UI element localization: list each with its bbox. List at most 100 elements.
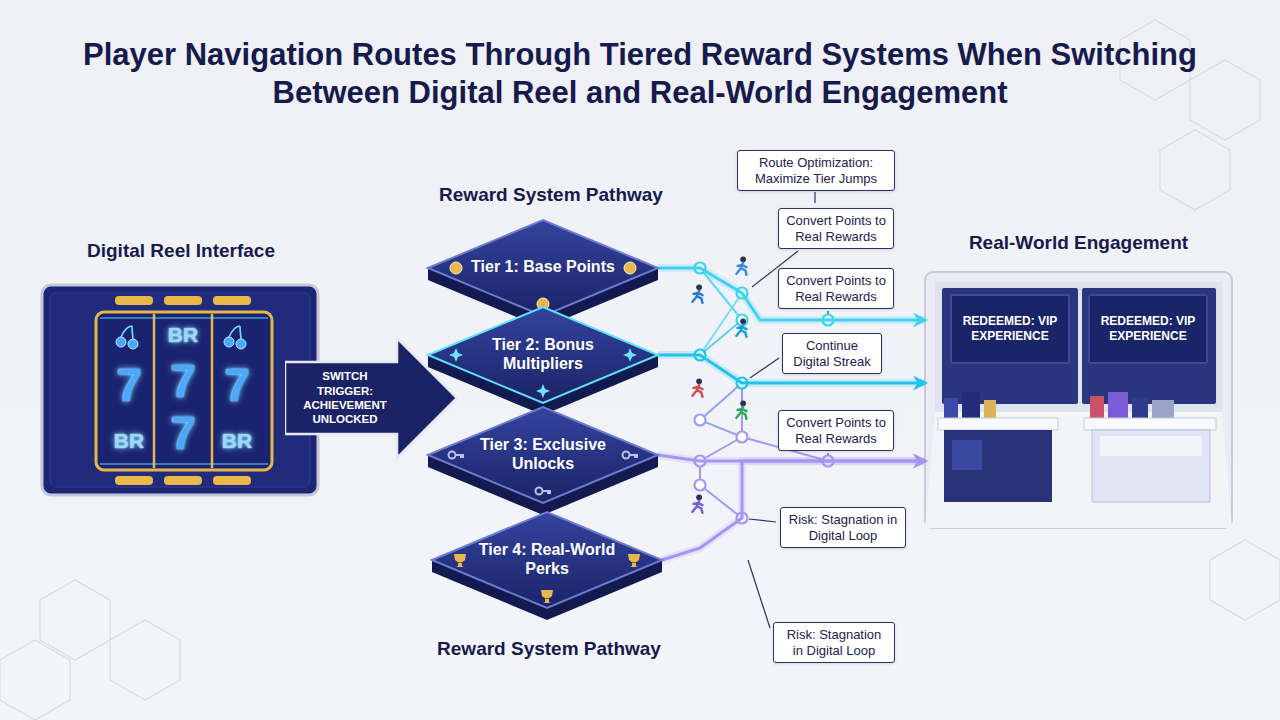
tier-label: Tier 3: Exclusive Unlocks xyxy=(470,421,616,487)
display-case xyxy=(1152,400,1174,418)
display-case xyxy=(1108,392,1128,418)
coin-icon xyxy=(624,262,636,274)
real-world-room xyxy=(942,288,1078,404)
key-icon xyxy=(456,455,465,458)
panel-heading: Real-World Engagement xyxy=(925,230,1232,254)
display-case xyxy=(962,392,980,418)
hexagon-decor xyxy=(1190,60,1260,140)
real-world-room xyxy=(925,412,1232,528)
display-case xyxy=(984,400,996,418)
slot-machine xyxy=(42,285,318,495)
route-glow xyxy=(662,461,925,560)
key-icon xyxy=(543,491,552,494)
callout-box: Convert Points to Real Rewards xyxy=(778,268,894,309)
cherry-icon xyxy=(236,339,246,349)
reel-symbol: BR xyxy=(212,430,262,451)
route-connector xyxy=(662,461,925,560)
key-icon xyxy=(623,452,639,459)
route-network xyxy=(700,383,742,437)
tier-label: Tier 2: Bonus Multipliers xyxy=(470,321,616,387)
slot-machine xyxy=(100,463,268,465)
cherry-icon xyxy=(116,337,126,347)
sparkle-icon xyxy=(449,348,463,362)
slot-machine xyxy=(100,317,268,319)
hexagon-decor xyxy=(0,640,70,720)
node-label: REDEEMED: VIP EXPERIENCE xyxy=(1096,314,1200,344)
slot-machine xyxy=(153,314,156,468)
trophy-icon xyxy=(628,554,640,567)
coin-icon xyxy=(624,262,636,274)
display-case xyxy=(1090,396,1104,418)
hexagon-decor xyxy=(1210,540,1280,620)
section-label: Reward System Pathway xyxy=(432,184,670,206)
leader-lines xyxy=(748,560,770,628)
callout-box: Risk: Stagnation in Digital Loop xyxy=(773,622,895,663)
reel-symbol: BR xyxy=(158,324,208,345)
slot-machine xyxy=(50,293,310,487)
tier-label: Tier 1: Base Points xyxy=(470,234,616,300)
node-label: Risk: Stagnation in Digital Loop xyxy=(787,512,899,543)
slot-machine xyxy=(96,312,272,470)
real-world-room xyxy=(925,272,1232,528)
display-case xyxy=(944,398,958,418)
display-case xyxy=(938,418,1058,430)
route-network xyxy=(700,293,742,355)
leader-lines xyxy=(749,519,776,522)
node-label: Continue Digital Streak xyxy=(789,338,875,369)
runner-figures xyxy=(736,318,746,336)
runner-figures xyxy=(736,400,746,418)
display-case xyxy=(1132,398,1148,418)
leader-lines xyxy=(814,192,815,203)
hexagon-decor xyxy=(110,620,180,700)
trophy-icon xyxy=(541,590,553,603)
trigger-label: SWITCH TRIGGER: ACHIEVEMENT UNLOCKED xyxy=(293,364,397,432)
key-icon xyxy=(536,488,543,495)
leader-lines xyxy=(750,358,779,378)
runner-figures xyxy=(692,284,702,302)
reel-symbol: 7 xyxy=(158,410,208,456)
reel-symbol: 7 xyxy=(212,362,262,408)
slot-machine xyxy=(213,296,251,305)
display-case xyxy=(938,392,1216,502)
hexagon-decor xyxy=(40,580,110,660)
node-label: REDEEMED: VIP EXPERIENCE xyxy=(958,314,1062,344)
star-icon xyxy=(623,348,637,362)
route-glow xyxy=(658,268,925,320)
slot-machine xyxy=(164,476,202,485)
callout-box: Convert Points to Real Rewards xyxy=(778,208,894,249)
slot-machine xyxy=(42,285,318,495)
runner-figures xyxy=(692,378,702,396)
trophy-icon xyxy=(628,554,640,567)
route-connector xyxy=(658,268,925,320)
callout-box: Continue Digital Streak xyxy=(782,333,882,374)
redeemed-screen: REDEEMED: VIP EXPERIENCE xyxy=(950,294,1070,364)
runner-figures xyxy=(736,256,746,274)
runner-figures xyxy=(692,494,702,512)
display-case xyxy=(1084,418,1216,430)
key-icon xyxy=(630,455,639,458)
display-case xyxy=(944,430,1052,502)
trophy-icon xyxy=(454,554,466,567)
section-label: Reward System Pathway xyxy=(430,638,668,660)
slot-machine xyxy=(213,476,251,485)
tier-tile: Tier 2: Bonus Multipliers xyxy=(428,307,658,417)
trophy-icon xyxy=(454,554,466,567)
trophy-icon xyxy=(541,590,553,603)
key-icon xyxy=(449,452,456,459)
route-network xyxy=(700,383,742,461)
node-label: Convert Points to Real Rewards xyxy=(785,273,887,304)
real-world-room xyxy=(1082,288,1216,404)
cherry-icon xyxy=(128,339,138,349)
tile-top xyxy=(428,220,658,316)
key-icon xyxy=(449,452,465,459)
coin-icon xyxy=(450,262,462,274)
tier-label: Tier 4: Real-World Perks xyxy=(474,526,620,592)
hexagon-decor xyxy=(1160,130,1230,210)
slot-machine xyxy=(211,314,214,468)
reel-symbol: 7 xyxy=(104,362,154,408)
slot-machine xyxy=(164,296,202,305)
real-world-room xyxy=(925,272,1232,528)
panel-box: Real-World EngagementREDEEMED: VIP EXPER… xyxy=(925,230,1232,528)
display-case xyxy=(1092,430,1210,502)
slot-machine xyxy=(115,296,153,305)
